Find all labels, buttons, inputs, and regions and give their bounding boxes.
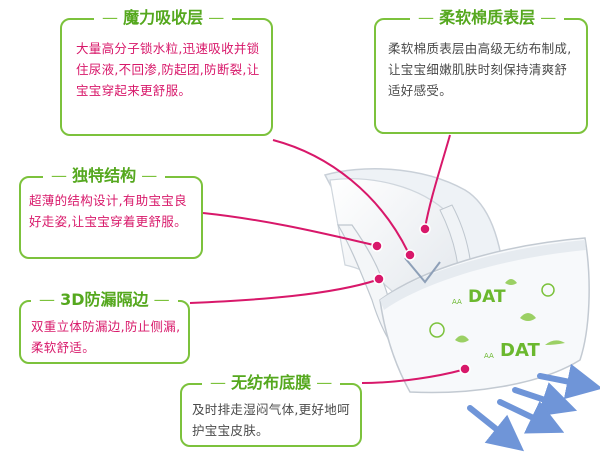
leaf-icon <box>455 335 469 343</box>
diaper-print: DAT AA DAT AA <box>429 279 565 361</box>
callout-surface-title: — 柔软棉质表层 — <box>410 8 565 28</box>
check-mark-icon <box>404 257 441 284</box>
callout-leak-title: — 3D防漏隔边 — <box>31 290 178 310</box>
callout-structure-title: — 独特结构 — <box>43 166 166 186</box>
leaf-icon <box>429 322 445 338</box>
callout-absorb-title: — 魔力吸收层 — <box>94 8 233 28</box>
callout-absorb-text: 大量高分子锁水粒,迅速吸收并锁住尿液,不回渗,防起团,防断裂,让宝宝穿起来更舒服… <box>76 41 260 98</box>
badge-icon <box>541 283 555 297</box>
airflow-arrow <box>467 405 525 452</box>
pointer-dot-absorb <box>404 249 416 261</box>
diaper-waistband <box>380 240 586 310</box>
airflow-arrows <box>467 363 600 452</box>
pointer-dot-backsheet <box>459 363 471 375</box>
callout-absorb-layer: — 魔力吸收层 — 大量高分子锁水粒,迅速吸收并锁住尿液,不回渗,防起团,防断裂… <box>60 8 273 136</box>
pointer-dot-structure <box>371 240 383 252</box>
airflow-arrow <box>497 399 565 434</box>
brand-mark-1: DAT <box>468 287 506 307</box>
brand-prefix-1: AA <box>452 298 462 306</box>
brand-mark-2: DAT <box>500 340 540 361</box>
callout-soft-surface: — 柔软棉质表层 — 柔软棉质表层由高级无纺布制成,让宝宝细嫩肌肤时刻保持清爽舒… <box>374 8 588 134</box>
callout-unique-structure: — 独特结构 — 超薄的结构设计,有助宝宝良好走姿,让宝宝穿着更舒服。 <box>19 166 203 259</box>
brand-prefix-2: AA <box>484 352 494 360</box>
pointer-line-structure <box>202 212 375 246</box>
pointer-dot-leak <box>373 273 385 285</box>
callout-surface-text: 柔软棉质表层由高级无纺布制成,让宝宝细嫩肌肤时刻保持清爽舒适好感受。 <box>388 41 572 98</box>
callout-nonwoven-backsheet: — 无纺布底膜 — 及时排走湿闷气体,更好地呵护宝宝皮肤。 <box>180 373 362 447</box>
pointer-dot-surface <box>419 223 431 235</box>
callout-structure-text: 超薄的结构设计,有助宝宝良好走姿,让宝宝穿着更舒服。 <box>29 193 187 229</box>
airflow-arrow <box>537 363 600 400</box>
leaf-icon <box>520 313 536 321</box>
airflow-arrow <box>512 382 578 417</box>
pointer-line-backsheet <box>361 369 463 384</box>
wing-icon <box>545 340 565 345</box>
pointer-line-absorb <box>272 139 409 253</box>
pointer-line-leak <box>189 279 378 304</box>
leaf-icon <box>505 279 517 285</box>
callout-3d-leak-guard: — 3D防漏隔边 — 双重立体防漏边,防止侧漏,柔软舒适。 <box>19 290 190 364</box>
callout-leak-text: 双重立体防漏边,防止侧漏,柔软舒适。 <box>31 319 181 355</box>
callout-backsheet-text: 及时排走湿闷气体,更好地呵护宝宝皮肤。 <box>192 402 350 438</box>
pointer-line-surface <box>424 134 451 229</box>
callout-backsheet-title: — 无纺布底膜 — <box>202 373 341 393</box>
